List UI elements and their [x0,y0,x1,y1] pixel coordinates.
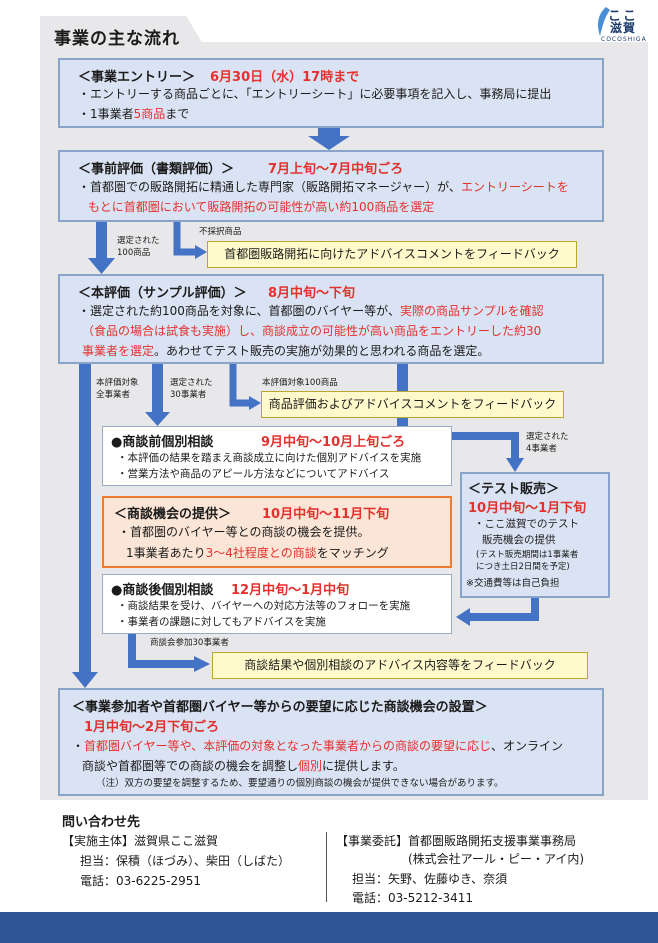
final-opportunity-line-2: 商談や首都圏等での商談の機会を調整し個別に提供します。 [82,759,405,773]
final-opportunity-box: ＜事業参加者や首都圏バイヤー等からの要望に応じた商談機会の設置＞ 1月中旬～2月… [58,688,604,796]
test-sale-date: 10月中旬～1月下旬 [468,501,587,516]
product-feedback-box: 商品評価およびアドバイスコメントをフィードバック [261,391,564,418]
down-arrow-selected-100 [88,258,115,274]
pre-consultation-label: ●商談前個別相談 [111,435,214,450]
main-evaluation-date: 8月中旬～下旬 [268,286,356,301]
right-arrow-product-feedback [249,396,261,410]
entry-deadline: 6月30日（水）17時まで [210,70,360,85]
footer-bar [0,912,658,943]
main-evaluation-box: ＜本評価（サンプル評価）＞ 8月中旬～下旬 ・選定された約100商品を対象に、首… [58,274,604,364]
contact-right-phone: 電話：03-5212-3411 [352,891,474,905]
pre-evaluation-box: ＜事前評価（書類評価）＞ 7月上旬～7月中旬ごろ ・首都圏での販路開拓に精通した… [58,150,604,222]
pre-consultation-line-2: ・営業方法や商品のアピール方法などについてアドバイス [117,468,390,480]
pre-evaluation-line-2: もとに首都圏において販路開拓の可能性が高い約100商品を選定 [88,200,435,214]
test-sale-box: ＜テスト販売＞ 10月中旬～1月下旬 ・ここ滋賀でのテスト 販売機会の提供 (テ… [460,472,610,598]
main-evaluation-line-2: （食品の場合は試食も実施）し、商談成立の可能性が高い商品をエントリーした約30 [82,324,542,338]
pre-evaluation-label: ＜事前評価（書類評価）＞ [78,162,235,177]
consultation-participants-label: 商談会参加30事業者 [150,638,229,648]
main-evaluation-line-1: ・選定された約100商品を対象に、首都圏のバイヤー等が、実際の商品サンプルを確認 [78,304,544,318]
main-evaluation-label: ＜本評価（サンプル評価）＞ [78,286,247,301]
test-sale-note-1: (テスト販売期間は1事業者 [476,550,579,560]
consultation-feedback-box: 商談結果や個別相談のアドバイス内容等をフィードバック [212,652,588,679]
right-arrow-consult-feedback [194,656,210,672]
logo-kanji: 滋賀 [610,21,637,35]
business-opportunity-label: ＜商談機会の提供＞ [114,507,232,522]
selected-30-label-2: 30事業者 [170,390,207,400]
contact-right-person: 担当：矢野、佐藤ゆき、奈須 [352,872,508,886]
contact-left-phone: 電話：03-6225-2951 [80,874,202,888]
final-opportunity-label: ＜事業参加者や首都圏バイヤー等からの要望に応じた商談機会の設置＞ [72,700,488,715]
entry-line-2: ・1事業者5商品まで [78,107,190,121]
post-consultation-line-1: ・商談結果を受け、バイヤーへの対応方法等のフォローを実施 [117,600,411,612]
test-sale-label: ＜テスト販売＞ [468,482,560,497]
selected-30-label-1: 選定された [170,378,213,388]
post-consultation-date: 12月中旬～1月中旬 [231,583,350,598]
pre-consultation-box: ●商談前個別相談 9月中旬～10月上旬ごろ ・本評価の結果を踏まえ商談成立に向け… [102,426,452,486]
leaf-icon [598,7,610,36]
all-participants-label-1: 本評価対象 [96,378,139,388]
selected-100-label-1: 選定された [117,236,160,246]
down-arrow-selected-30 [145,412,170,426]
business-opportunity-line-1: ・首都圏のバイヤー等との商談の機会を提供。 [118,525,370,539]
test-sale-line-2: 販売機会の提供 [482,534,556,546]
pre-consultation-date: 9月中旬～10月上旬ごろ [261,435,406,450]
rejected-feedback-box: 首都圏販路開拓に向けたアドバイスコメントをフィードバック [207,241,577,268]
down-arrow-all-participants [72,672,98,688]
cocoshiga-logo [592,4,650,48]
post-consultation-label: ●商談後個別相談 [111,583,214,598]
contact-right-org: 【事業委託】首都圏販路開拓支援事業事務局 [336,834,577,848]
test-sale-note-3: ※交通費等は自己負担 [466,578,560,589]
pre-evaluation-line-1: ・首都圏での販路開拓に精通した専門家（販路開拓マネージャー）が、エントリーシート… [78,180,569,194]
contact-left-person: 担当：保積（ほづみ）、柴田（しばた） [80,854,291,868]
selected-100-label-2: 100商品 [117,248,151,258]
down-arrow-entry [308,128,350,150]
target-100-label: 本評価対象100商品 [262,378,338,388]
title-tab [40,16,210,56]
all-participants-label-2: 全事業者 [96,390,131,400]
pre-evaluation-date: 7月上旬～7月中旬ごろ [268,162,404,177]
contact-divider [326,832,327,902]
test-sale-note-2: につき土日2日間を予定) [476,562,570,572]
final-opportunity-note: （注）双方の要望を調整するため、要望通りの個別商談の機会が提供できない場合があり… [96,778,504,789]
right-arrow-rejected [195,245,207,259]
down-arrow-test-sale [506,458,524,472]
test-sale-line-1: ・ここ滋賀でのテスト [474,518,579,530]
contact-panel [40,800,648,910]
logo-kana: ここ [608,9,639,24]
business-opportunity-date: 10月中旬～11月下旬 [262,507,390,522]
logo-roman: COCOSHIGA [601,36,647,43]
page-title: 事業の主な流れ [54,29,180,49]
selected-4-label-2: 4事業者 [526,444,557,454]
contact-right-company: (株式会社アール・ピー・アイ内) [408,852,585,866]
main-evaluation-line-3: 事業者を選定。あわせてテスト販売の実施が効果的と思われる商品を選定。 [82,344,490,358]
business-opportunity-box: ＜商談機会の提供＞ 10月中旬～11月下旬 ・首都圏のバイヤー等との商談の機会を… [102,496,452,568]
contact-title: 問い合わせ先 [62,815,141,830]
rejected-label: 不採択商品 [199,227,242,237]
final-opportunity-date: 1月中旬～2月下旬ごろ [84,720,220,735]
entry-line-1: ・エントリーする商品ごとに、「エントリーシート」に必要事項を記入し、事務局に提出 [78,87,552,101]
post-consultation-line-2: ・事業者の課題に対してもアドバイスを実施 [117,616,326,628]
pre-consultation-line-1: ・本評価の結果を踏まえ商談成立に向けた個別アドバイスを実施 [117,452,422,464]
final-opportunity-line-1: ・首都圏バイヤー等や、本評価の対象となった事業者からの商談の要望に応じ、オンライ… [72,739,563,753]
business-opportunity-line-2: 1事業者あたり3～4社程度との商談をマッチング [126,546,389,560]
contact-left-org: 【実施主体】滋賀県ここ滋賀 [62,834,219,848]
left-arrow-to-post-consult [456,608,470,626]
entry-box: ＜事業エントリー＞ 6月30日（水）17時まで ・エントリーする商品ごとに、「エ… [58,58,604,128]
entry-label: ＜事業エントリー＞ [78,70,196,85]
selected-4-label-1: 選定された [526,432,569,442]
post-consultation-box: ●商談後個別相談 12月中旬～1月中旬 ・商談結果を受け、バイヤーへの対応方法等… [102,574,452,634]
